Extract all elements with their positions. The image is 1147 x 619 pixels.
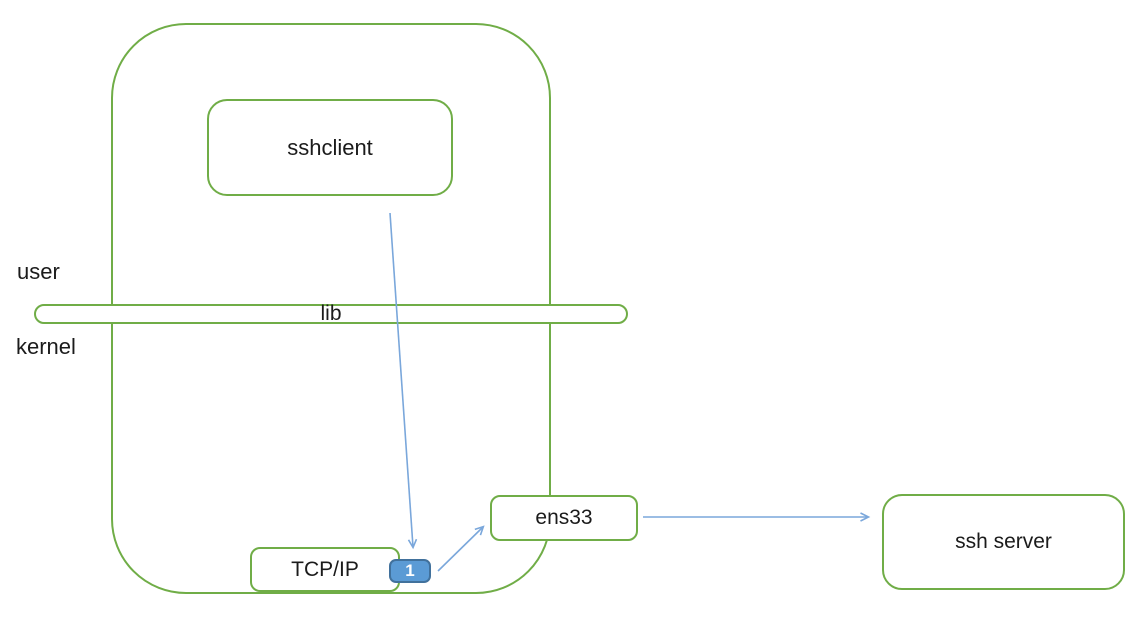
kernel-space-label: kernel bbox=[16, 334, 76, 359]
sshclient-label: sshclient bbox=[287, 134, 373, 160]
socket-badge-label: 1 bbox=[405, 561, 415, 580]
ssh-server-label: ssh server bbox=[955, 530, 1052, 553]
ssh-server-node: ssh server bbox=[882, 494, 1125, 590]
tcpip-node: TCP/IP bbox=[250, 547, 400, 592]
ens33-label: ens33 bbox=[535, 506, 593, 529]
user-space-label: user bbox=[17, 259, 60, 284]
tcpip-label: TCP/IP bbox=[291, 557, 359, 581]
socket-badge: 1 bbox=[389, 559, 431, 583]
lib-boundary-bar: lib bbox=[34, 302, 628, 325]
sshclient-node: sshclient bbox=[207, 99, 453, 196]
ens33-node: ens33 bbox=[490, 495, 638, 541]
lib-label: lib bbox=[320, 302, 342, 325]
